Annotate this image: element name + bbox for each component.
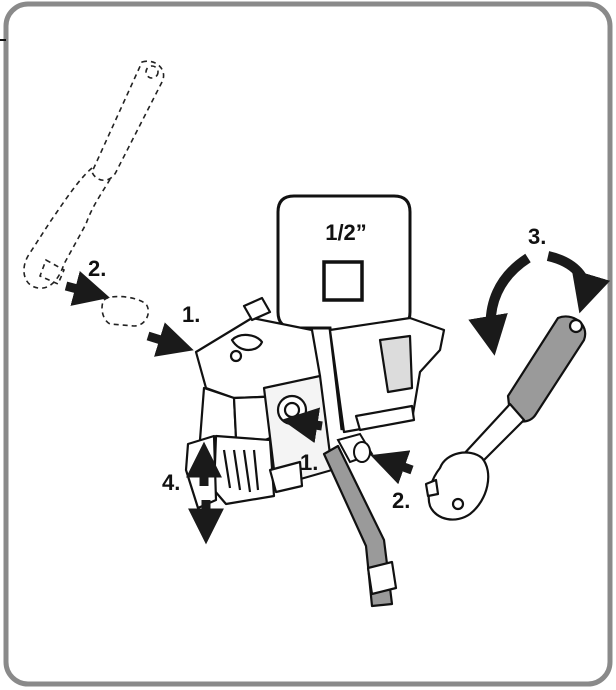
step-3-label: 3. [528,224,546,249]
step-1-right-label: 1. [300,450,318,475]
arrow-step1-right [296,422,322,426]
step-4-label: 4. [162,470,180,495]
step-2-left-label: 2. [88,256,106,281]
step-1-left-label: 1. [182,302,200,327]
step-2-right-label: 2. [392,488,410,513]
drive-size-label: 1/2” [325,220,367,245]
